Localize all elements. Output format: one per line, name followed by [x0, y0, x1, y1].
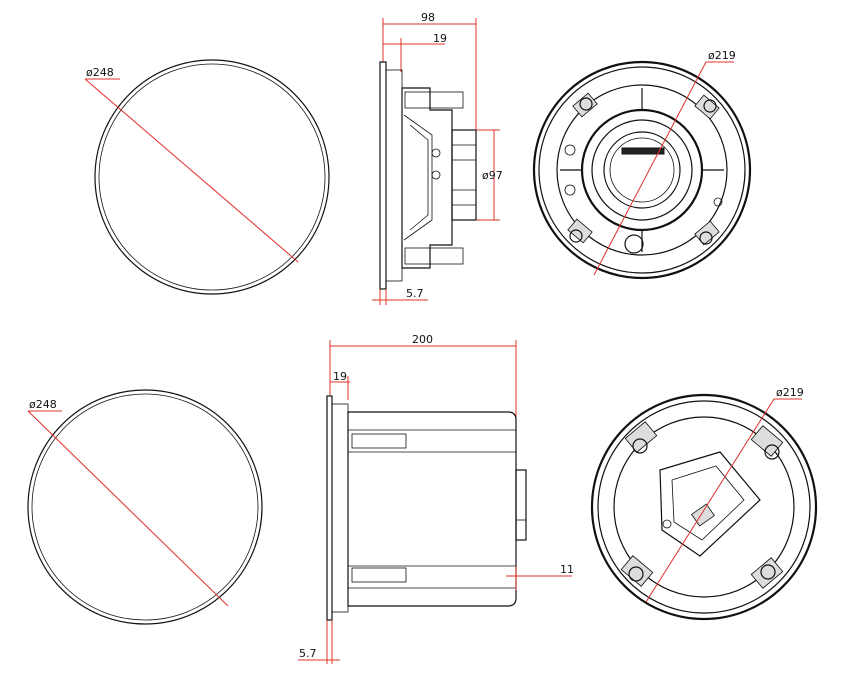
top-rear-screw-br — [699, 231, 713, 245]
top-side-screw-lower — [431, 170, 441, 180]
top-side-body — [401, 87, 453, 269]
top-rear-basket-inner — [591, 119, 693, 221]
bottom-rear-clamp-br — [750, 557, 784, 589]
top-side-magnet — [451, 129, 477, 221]
bottom-rear-outer-ring-2 — [597, 400, 811, 614]
top-rear-view: ø219 — [532, 49, 752, 280]
bottom-rear-screw-tr — [764, 444, 780, 460]
top-rear-clamp-tr — [694, 94, 720, 120]
bottom-rear-clamp-tl — [624, 421, 658, 453]
top-side-clamp-lower — [404, 247, 464, 265]
bottom-rear-terminal-block — [691, 503, 715, 527]
top-side-driver-label: ø97 — [482, 169, 503, 182]
bottom-side-clamp-lower — [351, 567, 407, 583]
bottom-rear-screw-tl — [632, 438, 648, 454]
bottom-side-enclosure — [347, 411, 517, 607]
bottom-rear-screw-br — [760, 564, 776, 580]
bottom-side-terminal — [515, 469, 527, 541]
top-rear-diameter-line — [593, 61, 707, 276]
top-side-clamp-upper — [404, 91, 464, 109]
bottom-rear-terminal-inner — [671, 465, 745, 541]
top-side-bezel-label: 5.7 — [406, 287, 424, 300]
bottom-front-view: ø248 — [27, 389, 263, 625]
top-front-view: ø248 — [84, 59, 330, 295]
top-side-cone — [403, 114, 433, 241]
bottom-side-bezel-label: 5.7 — [299, 647, 317, 660]
top-rear-outer-ring — [532, 60, 752, 280]
bottom-rear-clamp-tr — [750, 425, 784, 457]
top-side-bezel — [379, 61, 387, 290]
top-rear-hole-left-2 — [564, 184, 576, 196]
bottom-rear-clamp-bl — [620, 555, 654, 587]
bottom-rear-mount-hole — [662, 519, 672, 529]
top-rear-pole — [609, 137, 675, 203]
bottom-front-diameter-line — [27, 410, 229, 607]
bottom-rear-back-can — [613, 416, 795, 598]
bottom-side-terminal-label: 11 — [560, 563, 574, 576]
top-rear-label — [621, 147, 665, 155]
top-front-outer-ring — [94, 59, 330, 295]
top-side-flange — [385, 69, 403, 282]
bottom-side-clamp-upper — [351, 433, 407, 449]
top-front-diameter-label: ø248 — [86, 66, 114, 79]
bottom-rear-screw-bl — [628, 566, 644, 582]
top-front-inner-ring — [98, 63, 326, 291]
bottom-rear-view: ø219 — [590, 386, 818, 621]
top-rear-screw-bl — [569, 229, 583, 243]
top-side-flange-label: 19 — [433, 32, 447, 45]
top-rear-terminal — [624, 234, 644, 254]
bottom-side-view: 200 19 11 5.7 — [298, 333, 574, 664]
top-side-view: 98 19 ø97 5.7 — [372, 11, 503, 305]
bottom-side-flange-label: 19 — [333, 370, 347, 383]
bottom-front-diameter-label: ø248 — [29, 398, 57, 411]
top-side-cone-inner — [409, 124, 429, 231]
bottom-side-depth-label: 200 — [412, 333, 433, 346]
bottom-rear-terminal-plate — [659, 451, 761, 557]
bottom-front-outer-ring — [27, 389, 263, 625]
top-rear-screw-tl — [579, 97, 593, 111]
top-rear-clamp-tl — [572, 92, 598, 118]
top-rear-diameter-label: ø219 — [708, 49, 736, 62]
bottom-rear-diameter-label: ø219 — [776, 386, 804, 399]
top-rear-hole-left-1 — [564, 144, 576, 156]
top-side-screw-upper — [431, 148, 441, 158]
bottom-rear-outer-ring — [590, 393, 818, 621]
top-rear-magnet — [603, 131, 681, 209]
top-rear-screw-tr — [703, 99, 717, 113]
top-rear-outer-ring-2 — [538, 66, 746, 274]
bottom-front-inner-ring — [31, 393, 259, 621]
top-rear-clamp-br — [694, 220, 720, 246]
top-rear-hole-right — [713, 197, 723, 207]
bottom-side-flange — [331, 403, 349, 613]
top-rear-frame — [556, 84, 728, 256]
bottom-side-bezel — [326, 395, 333, 621]
bottom-rear-diameter-line — [645, 398, 775, 603]
top-side-depth-label: 98 — [421, 11, 435, 24]
top-front-diameter-line — [84, 78, 299, 263]
top-rear-basket-outer — [580, 108, 704, 232]
